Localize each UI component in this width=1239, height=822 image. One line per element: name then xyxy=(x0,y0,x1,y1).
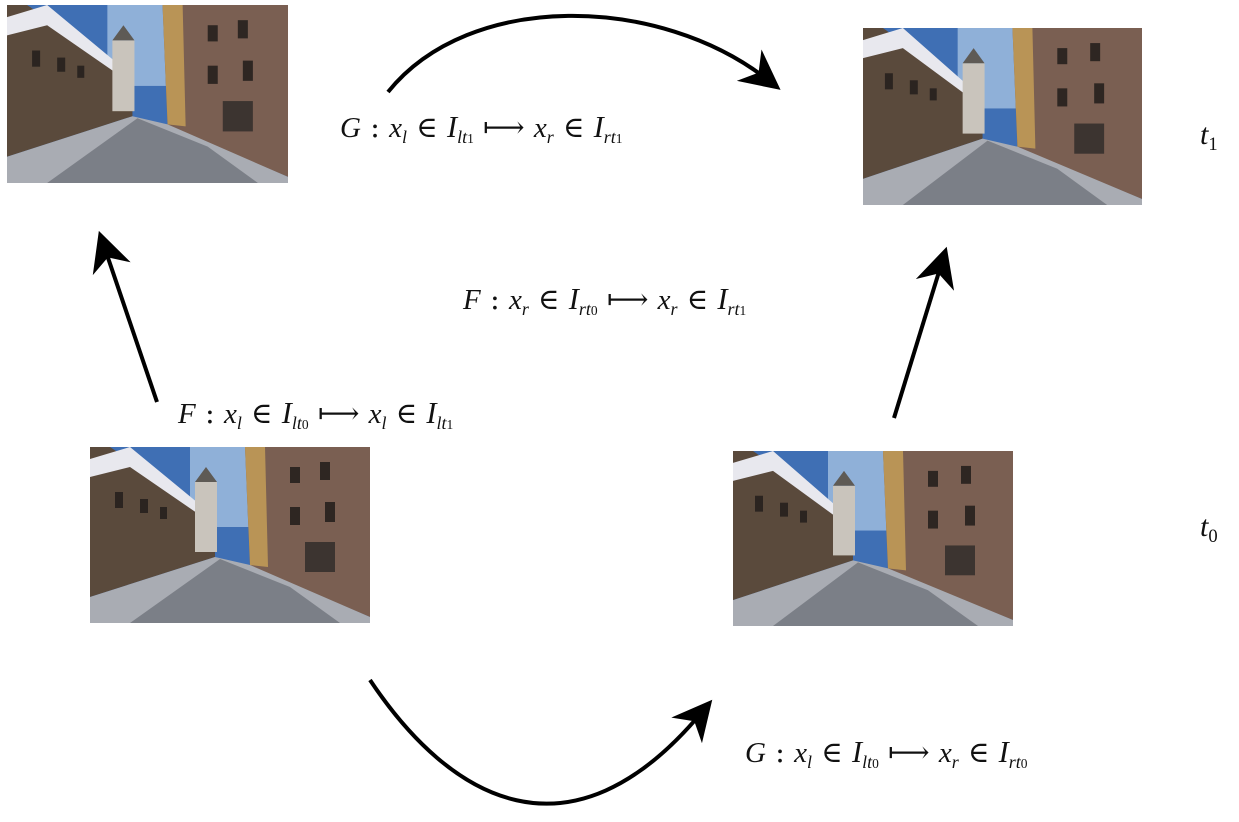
time-label-t1: t1 xyxy=(1200,118,1218,156)
set-sub: rt0 xyxy=(1009,752,1028,772)
set-sub-text: lt xyxy=(436,412,447,433)
equation-f-right: F : xr ∈ Irt0 ⟼ xr ∈ Irt1 xyxy=(463,282,747,319)
set-sub: rt1 xyxy=(728,299,747,319)
equation-g-t1: G : xl ∈ Ilt1 ⟼ xr ∈ Irt1 xyxy=(340,110,623,147)
set-sub: lt0 xyxy=(292,413,309,433)
set-subsub: 0 xyxy=(1020,755,1028,771)
set: I xyxy=(851,735,863,769)
var: x xyxy=(368,398,382,430)
var-sub: r xyxy=(951,751,959,772)
street-photo xyxy=(863,28,1142,205)
map-symbol: F xyxy=(178,398,196,430)
arrow-g-t0 xyxy=(368,678,713,806)
time-var: t xyxy=(1200,510,1209,543)
arrow-f-right xyxy=(892,246,955,419)
time-label-t0: t0 xyxy=(1200,510,1218,548)
set: I xyxy=(568,282,579,316)
map-symbol: G xyxy=(745,737,766,769)
var-sub: l xyxy=(236,412,242,433)
image-right-t0 xyxy=(733,451,1013,626)
var-sub: l xyxy=(381,412,387,433)
street-photo xyxy=(90,447,370,623)
var: x xyxy=(657,284,671,316)
set-sub-text: lt xyxy=(457,126,468,147)
var: x xyxy=(223,398,237,430)
var: x xyxy=(508,284,522,316)
set: I xyxy=(593,110,604,144)
set-sub-text: rt xyxy=(727,298,740,319)
set-subsub: 0 xyxy=(301,416,309,432)
set-subsub: 1 xyxy=(446,416,454,432)
set-sub-text: rt xyxy=(578,298,591,319)
set-sub-text: lt xyxy=(862,751,873,772)
time-var: t xyxy=(1200,118,1209,151)
var: x xyxy=(794,737,808,769)
image-left-t1 xyxy=(7,5,288,183)
set-sub: rt0 xyxy=(579,299,598,319)
var: x xyxy=(389,112,403,144)
set-subsub: 0 xyxy=(872,755,879,771)
set-sub: lt1 xyxy=(437,413,454,433)
street-photo xyxy=(7,5,288,183)
var-sub: r xyxy=(670,298,678,319)
set-subsub: 1 xyxy=(467,130,474,146)
set: I xyxy=(426,396,437,430)
equation-g-t0: G : xl ∈ Ilt0 ⟼ xr ∈ Irt0 xyxy=(745,735,1028,772)
set: I xyxy=(717,282,728,316)
arrow-g-t1 xyxy=(386,13,781,94)
var-sub: l xyxy=(402,126,408,147)
map-symbol: G xyxy=(340,112,361,144)
arrow-f-left xyxy=(92,230,159,403)
set-subsub: 1 xyxy=(739,302,747,318)
set: I xyxy=(281,396,292,430)
set-sub-text: lt xyxy=(291,412,302,433)
set: I xyxy=(998,735,1009,769)
set-subsub: 0 xyxy=(590,302,598,318)
set-sub: rt1 xyxy=(604,127,623,147)
set-sub: lt1 xyxy=(457,127,474,147)
var-sub: l xyxy=(807,751,813,772)
street-photo xyxy=(733,451,1013,626)
set-subsub: 1 xyxy=(615,130,623,146)
set-sub-text: rt xyxy=(603,126,616,147)
set: I xyxy=(446,110,458,144)
var: x xyxy=(938,737,952,769)
set-sub: lt0 xyxy=(862,752,879,772)
time-sub: 1 xyxy=(1208,133,1218,155)
time-sub: 0 xyxy=(1208,525,1218,547)
var-sub: r xyxy=(521,298,529,319)
map-symbol: F xyxy=(463,284,481,316)
set-sub-text: rt xyxy=(1008,751,1021,772)
var-sub: r xyxy=(546,126,554,147)
var: x xyxy=(533,112,547,144)
image-right-t1 xyxy=(863,28,1142,205)
equation-f-left: F : xl ∈ Ilt0 ⟼ xl ∈ Ilt1 xyxy=(178,396,454,433)
image-left-t0 xyxy=(90,447,370,623)
